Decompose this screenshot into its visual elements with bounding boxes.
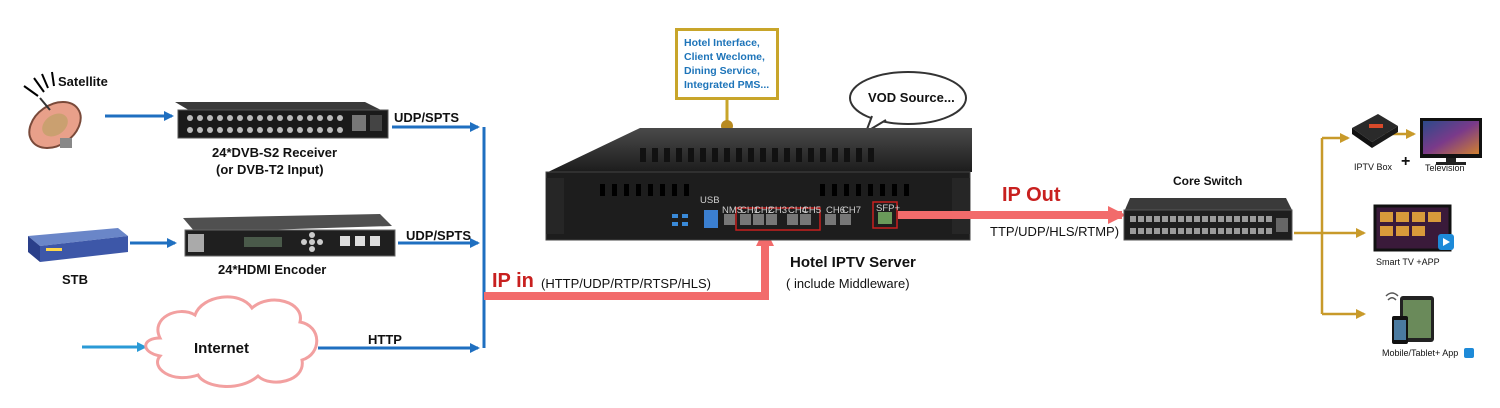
app-logo-icon: [1464, 348, 1474, 358]
callout-line-1: Hotel Interface,: [684, 37, 760, 49]
port-label-ch5: CH5: [802, 205, 822, 216]
internet-cloud-shape: [144, 295, 319, 388]
core-switch-label: Core Switch: [1173, 174, 1243, 188]
smart-tv-label: Smart TV +APP: [1376, 257, 1440, 267]
aggregation-lines: [392, 122, 486, 348]
internet-label: Internet: [194, 340, 250, 357]
callout-line-3: Dining Service,: [684, 65, 760, 77]
mobile-tablet-icon: [1385, 292, 1434, 344]
port-label-ch1: CH1: [740, 205, 760, 216]
port-label-ch7: CH7: [842, 205, 862, 216]
vod-source-label: VOD Source...: [868, 90, 955, 105]
receiver-sublabel: (or DVB-T2 Input): [216, 162, 324, 177]
callout-line-2: Client Weclome,: [684, 51, 765, 63]
ip-in-protocols: (HTTP/UDP/RTP/RTSP/HLS): [541, 276, 711, 291]
iptv-box-label: IPTV Box: [1354, 162, 1393, 172]
plus-sign: +: [1401, 153, 1411, 170]
port-label-ch6: CH6: [826, 205, 846, 216]
server-title: Hotel IPTV Server: [790, 254, 916, 271]
receiver-label: 24*DVB-S2 Receiver: [212, 145, 338, 160]
smart-tv-icon: [1373, 204, 1454, 252]
ip-in-arrow: [484, 228, 774, 300]
television-label: Television: [1425, 163, 1465, 173]
udp-spts-label-1: UDP/SPTS: [394, 110, 460, 125]
dvb-s2-receiver-device: [175, 102, 389, 139]
callout-line-4: Integrated PMS...: [684, 79, 770, 91]
port-label-ch2: CH2: [754, 205, 774, 216]
stb-device: [28, 228, 128, 262]
satellite-dish-icon: [23, 71, 82, 149]
usb-port-label: USB: [700, 195, 720, 206]
ip-in-label: IP in: [492, 270, 534, 292]
iptv-box-icon: [1352, 114, 1398, 148]
port-label-nms: NMS: [722, 205, 744, 216]
core-switch-device: [1123, 198, 1293, 241]
port-label-ch4: CH4: [788, 205, 808, 216]
sfp-port-label: SFP+: [876, 203, 901, 214]
ip-out-label: IP Out: [1002, 184, 1061, 206]
mobile-tablet-label: Mobile/Tablet+ App: [1382, 348, 1459, 358]
hdmi-encoder-device: [183, 214, 396, 257]
stb-label: STB: [62, 272, 88, 287]
server-subtitle: ( include Middleware): [786, 276, 910, 291]
hotel-services-callout: Hotel Interface, Client Weclome, Dining …: [675, 28, 779, 100]
http-label: HTTP: [368, 332, 402, 347]
ip-out-protocols: TTP/UDP/HLS/RTMP): [990, 224, 1120, 239]
port-label-ch3: CH3: [768, 205, 788, 216]
udp-spts-label-2: UDP/SPTS: [406, 228, 472, 243]
television-icon: [1420, 118, 1482, 165]
satellite-label: Satellite: [58, 74, 108, 89]
hotel-iptv-server-device: [545, 128, 972, 241]
encoder-label: 24*HDMI Encoder: [218, 262, 327, 277]
